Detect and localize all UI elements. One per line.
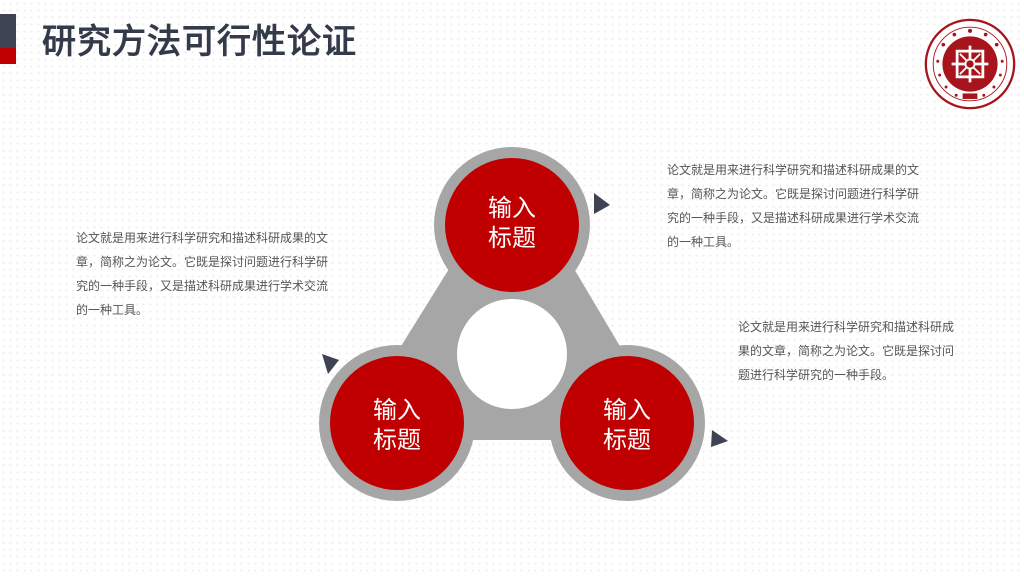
arrow-right-marker (711, 430, 728, 447)
description-bottom-right[interactable]: 论文就是用来进行科学研究和描述科研成果的文章，简称之为论文。它既是探讨问题进行科… (738, 320, 955, 382)
node-circle-left (330, 356, 464, 490)
node-circle-right (560, 356, 694, 490)
arrow-top-marker (594, 193, 610, 214)
description-left[interactable]: 论文就是用来进行科学研究和描述科研成果的文章，简称之为论文。它既是探讨问题进行科… (76, 231, 329, 317)
node-circle-top (445, 158, 579, 292)
title-accent-red (0, 48, 16, 64)
arrow-left-marker (322, 354, 339, 374)
node-label-right[interactable]: 输入 标题 (603, 396, 651, 454)
node-label-top[interactable]: 输入 标题 (488, 194, 536, 252)
university-seal-icon (924, 18, 1016, 110)
title-accent-dark (0, 14, 16, 48)
node-label-left[interactable]: 输入 标题 (373, 396, 421, 454)
slide-title[interactable]: 研究方法可行性论证 (42, 22, 357, 62)
center-hole (457, 299, 567, 409)
description-top-right[interactable]: 论文就是用来进行科学研究和描述科研成果的文章，简称之为论文。它既是探讨问题进行科… (667, 163, 920, 249)
